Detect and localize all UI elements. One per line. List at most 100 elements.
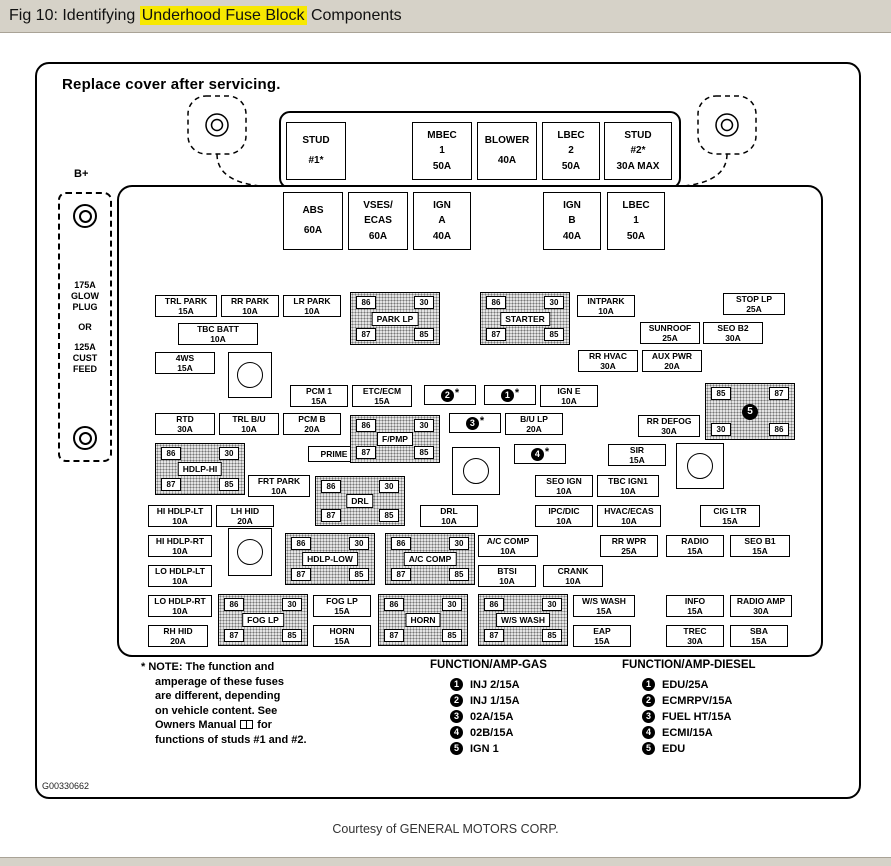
fuse-label-line: AUX PWR	[651, 351, 693, 361]
relay-label: HORN	[405, 613, 441, 627]
legend-item-label: FUEL HT/15A	[662, 710, 732, 723]
numbered-fuse-3: 3*	[449, 413, 501, 433]
relay-label: HDLP-LOW	[302, 552, 358, 566]
fuse-label-line: 10A	[271, 486, 287, 496]
fuse-label-line: 15A	[311, 396, 327, 406]
fuse-label-line: HORN	[329, 626, 355, 636]
terminal-circle-top	[73, 204, 97, 228]
fuse-label-line: ECAS	[364, 215, 392, 226]
manual-book-icon	[240, 720, 254, 729]
relay-label: FOG LP	[242, 613, 284, 627]
fuse-label-line: HI HDLP-RT	[155, 536, 205, 546]
fuse-label-line: 10A	[210, 334, 226, 344]
fuse-label-line: 40A	[432, 230, 452, 242]
fuse-label-line: 10A	[242, 306, 258, 316]
relay-pin-85: 85	[414, 446, 434, 459]
fuse-label-line: 60A	[368, 230, 388, 242]
fuse-label-line: 20A	[170, 636, 186, 646]
fuse-label-line: 15A	[629, 455, 645, 465]
fuse-label-line: 25A	[621, 546, 637, 556]
relay-socket	[452, 447, 500, 495]
fuse-label-line: LO HDLP-LT	[155, 566, 205, 576]
fuse-label-line: 15A	[751, 636, 767, 646]
relay-label: HDLP-HI	[177, 462, 223, 476]
fuse-label-line: TRL B/U	[232, 414, 266, 424]
legend-gas-title: FUNCTION/AMP-GAS	[430, 659, 547, 671]
fuse-label-line: 10A	[556, 516, 572, 526]
fuse-label-line: A	[438, 215, 446, 226]
fuse-label-line: TREC	[683, 626, 707, 636]
courtesy-line: Courtesy of GENERAL MOTORS CORP.	[332, 822, 559, 836]
left-block-line: GLOW	[71, 290, 99, 301]
fuse-label-line: PRIME	[320, 449, 348, 459]
legend-item-label: EDU/25A	[662, 678, 709, 691]
relay-pin-87: 87	[391, 568, 411, 581]
fuse-label-line: 10A	[441, 516, 457, 526]
fuse-label-line: 2	[568, 145, 574, 156]
relay-label: PARK LP	[371, 311, 419, 326]
relay-pin-30: 30	[442, 598, 462, 611]
fuse-label-line: 10A	[172, 516, 188, 526]
fuse-label-line: 30A	[753, 606, 769, 616]
fuse-label-line: 15A	[722, 516, 738, 526]
fuse-label-line: 15A	[334, 606, 350, 616]
fuse-label-line: RADIO	[681, 536, 709, 546]
asterisk-mark: *	[514, 386, 520, 399]
fuse-label-line: 10A	[621, 516, 637, 526]
fuse-label-line: IPC/DIC	[548, 506, 580, 516]
relay-pin-86: 86	[161, 447, 181, 460]
number-badge: 3	[465, 416, 479, 430]
fuse-label-line: 50A	[561, 160, 581, 172]
fuse-label-line: 50A	[626, 230, 646, 242]
relay-pin-87: 87	[291, 568, 311, 581]
fuse-label-line: ABS	[302, 204, 324, 216]
numbered-fuse-4: 4*	[514, 444, 566, 464]
relay-pin-85: 85	[282, 629, 302, 642]
figure-title-highlight: Underhood Fuse Block	[139, 6, 307, 25]
relay-pin-86: 86	[356, 296, 376, 309]
fuse-label-line: 15A	[177, 363, 193, 373]
relay-pin-85: 85	[542, 629, 562, 642]
relay-pin-85: 85	[711, 387, 731, 400]
terminal-circle-bottom	[73, 426, 97, 450]
fuse-label-line: INFO	[684, 596, 706, 606]
relay-pin-30: 30	[379, 480, 399, 493]
fuse-label-line: INTPARK	[587, 296, 625, 306]
fuse-label-line: EAP	[593, 626, 611, 636]
number-badge: 4	[530, 447, 544, 461]
fuse-label-line: FRT PARK	[257, 476, 301, 486]
fuse-label-line: #1*	[308, 155, 324, 167]
fuse-label-line: CRANK	[557, 566, 589, 576]
fuse-label-line: 30A	[661, 426, 677, 436]
relay-pin-30: 30	[414, 296, 434, 309]
relay-pin-87: 87	[356, 446, 376, 459]
fuse-label-line: 50A	[432, 160, 452, 172]
fuse-label-line: 10A	[304, 306, 320, 316]
fuse-label-line: CIG LTR	[713, 506, 747, 516]
fuse-label-line: 15A	[687, 546, 703, 556]
legend-number-badge: 3	[642, 710, 655, 723]
fuse-label-line: 40A	[562, 230, 582, 242]
